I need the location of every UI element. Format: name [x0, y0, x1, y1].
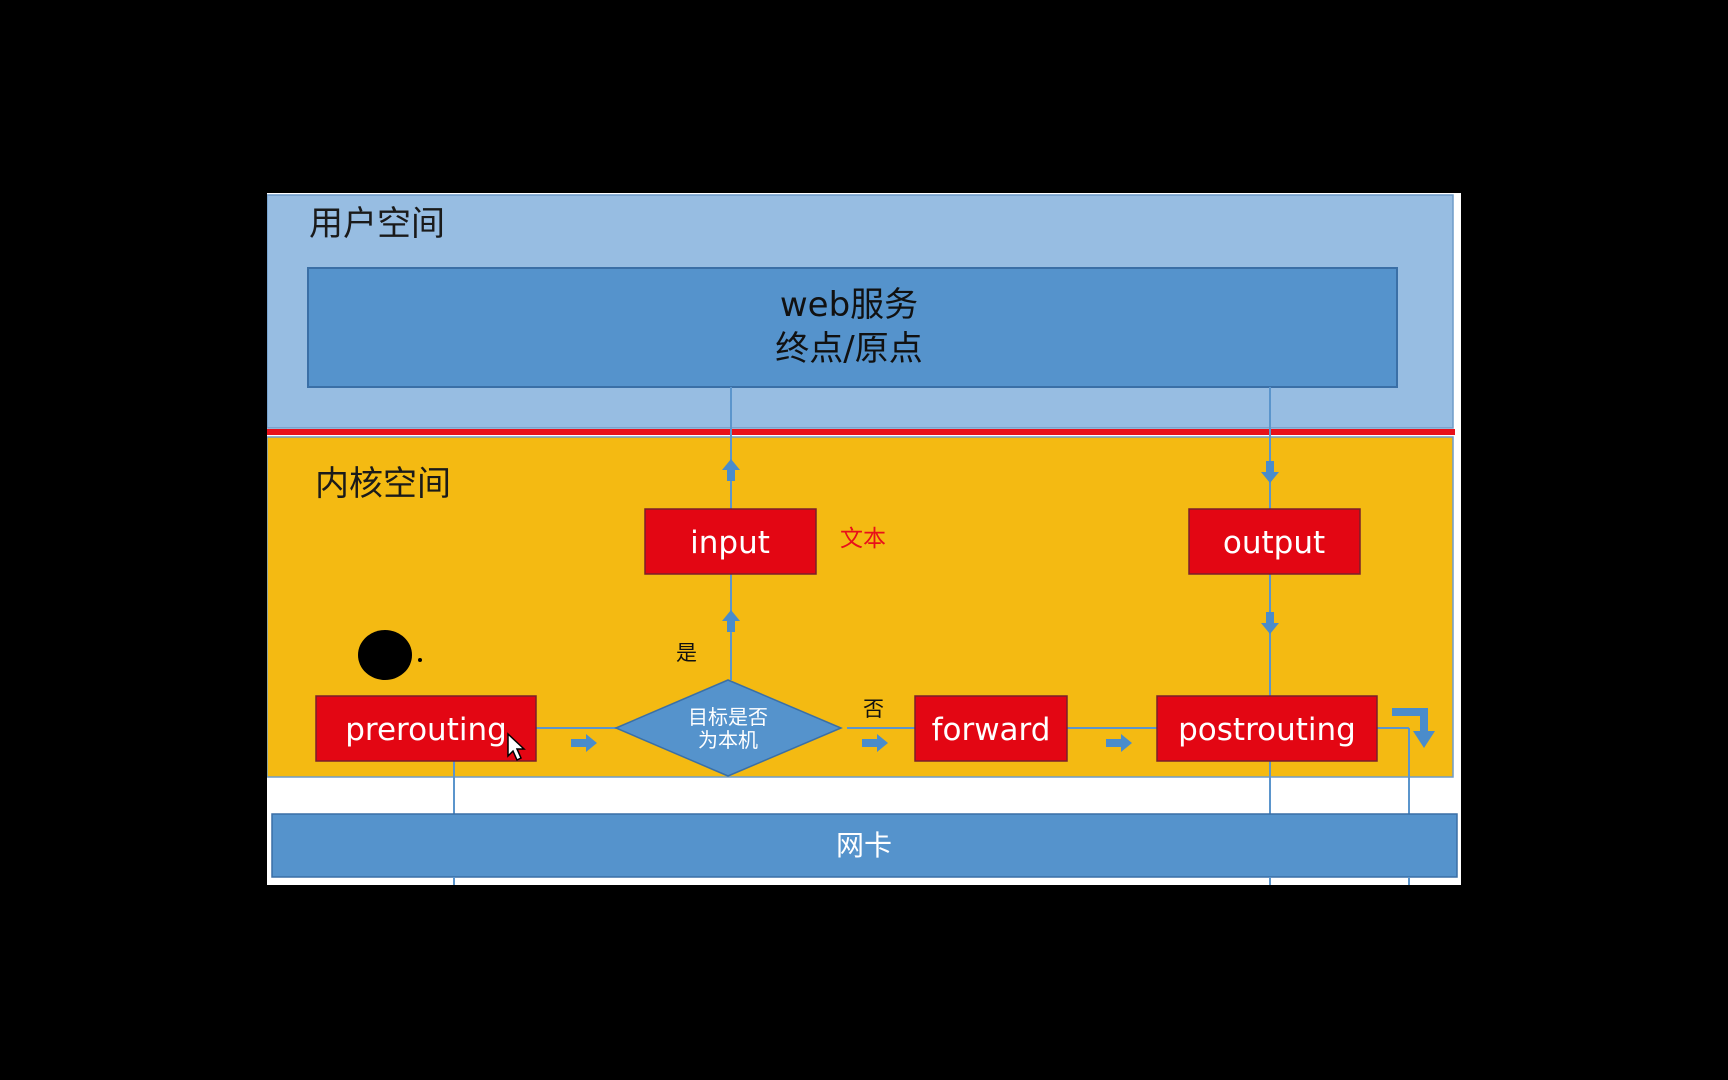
postrouting-chain-box — [1156, 695, 1378, 762]
output-chain-label: output — [1223, 525, 1325, 561]
space-boundary-line — [267, 429, 1455, 435]
forward-chain-label: forward — [932, 712, 1051, 748]
mouse-cursor-icon — [507, 732, 526, 762]
arrow-right-icon — [1106, 734, 1132, 752]
decision-label-line2: 为本机 — [698, 728, 758, 752]
postrouting-chain-label: postrouting — [1178, 712, 1356, 748]
decision-diamond — [614, 679, 843, 777]
no-label: 否 — [863, 697, 884, 721]
nic-pass-lines — [453, 877, 1410, 885]
slide: 用户空间 web服务 终点/原点 内核空间 input output pr — [267, 193, 1461, 885]
web-service-box — [307, 267, 1398, 388]
yes-label: 是 — [676, 641, 697, 665]
kernel-space-title: 内核空间 — [315, 464, 451, 504]
user-space-title: 用户空间 — [309, 204, 445, 244]
arrow-right-icon — [571, 734, 597, 752]
flow-arrows — [571, 459, 1435, 752]
arrow-turn-down-icon — [1392, 708, 1435, 748]
netfilter-diagram: 用户空间 web服务 终点/原点 内核空间 input output pr — [267, 194, 1458, 885]
web-service-label: web服务 — [780, 285, 918, 325]
nic-box — [271, 813, 1458, 878]
endpoint-label: 终点/原点 — [775, 329, 922, 369]
arrow-up-icon — [722, 459, 740, 481]
forward-chain-box — [914, 695, 1068, 762]
decision-label-line1: 目标是否 — [688, 705, 768, 729]
arrow-up-icon — [722, 610, 740, 632]
annotation-text: 文本 — [840, 526, 886, 552]
arrow-down-icon — [1261, 612, 1279, 634]
input-chain-label: input — [690, 525, 770, 561]
output-chain-box — [1188, 508, 1361, 575]
nic-label: 网卡 — [836, 829, 892, 862]
arrow-down-icon — [1261, 461, 1279, 483]
input-chain-box — [644, 508, 817, 575]
black-blob — [358, 630, 412, 680]
arrow-right-icon — [862, 734, 888, 752]
black-dot — [418, 658, 422, 662]
prerouting-chain-box — [315, 695, 537, 762]
prerouting-chain-label: prerouting — [345, 712, 507, 748]
